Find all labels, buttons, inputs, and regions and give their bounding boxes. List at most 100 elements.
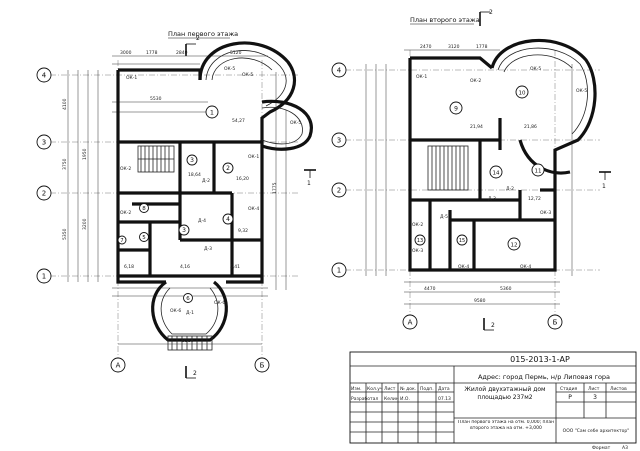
room-number-6: 6 [183, 293, 193, 303]
axis-marker-a-left: А [110, 357, 126, 373]
address: Адрес: город Пермь, н/р Липовая гора [478, 373, 610, 381]
room-area: 9,32 [238, 228, 248, 234]
opening-label: ОК-6 [170, 308, 181, 314]
svg-text:Б: Б [260, 362, 265, 370]
dim-bottom: 4470 [424, 286, 436, 292]
dim-top: 3000 [120, 50, 132, 56]
stage-value: Р [568, 394, 572, 401]
stamp-col-header: Лист [384, 386, 396, 392]
dim-bottom: 5360 [500, 286, 512, 292]
svg-text:1: 1 [602, 183, 606, 190]
sheet-value: 3 [593, 394, 597, 401]
dim-left: 1950 [82, 148, 88, 160]
room-number-10: 10 [515, 85, 529, 99]
opening-label: Д-3 [488, 196, 496, 202]
dim-right: 1775 [272, 182, 278, 194]
opening-label: ОК-1 [416, 74, 427, 80]
opening-label: ОК-4 [458, 264, 469, 270]
dim-overall: 9580 [182, 338, 194, 344]
firm-name: ООО "Сам себе архитектор" [563, 428, 630, 434]
room-area: 16,20 [236, 176, 249, 182]
section-mark-right-2: 1 [599, 171, 611, 190]
svg-text:8: 8 [142, 206, 146, 212]
dim-left: 4100 [62, 98, 68, 110]
first-floor-plan: 1 2 3 4 5 6 7 8 3 ОК-1 ОК-5 ОК-5 ОК-5 ОК… [50, 41, 313, 358]
room-number-12: 12 [507, 237, 521, 251]
second-floor-plan-title: План второго этажа [410, 16, 480, 24]
svg-text:6: 6 [186, 296, 190, 302]
svg-text:3: 3 [42, 139, 46, 147]
svg-text:9: 9 [454, 106, 458, 113]
developer-name: Келин И.О. [384, 396, 410, 402]
svg-text:11: 11 [535, 169, 542, 175]
room-area: 21,94 [470, 124, 483, 130]
developer-label: Разработал [351, 396, 378, 402]
stamp-col-header: № док. [400, 386, 416, 392]
section-mark-bottom-left: 2 [185, 366, 197, 379]
room-number-11: 11 [531, 163, 545, 177]
opening-label: ОК-4 [248, 206, 259, 212]
stairs-first-floor [137, 145, 175, 173]
svg-text:1: 1 [337, 267, 341, 275]
dim-left: 3750 [62, 158, 68, 170]
svg-text:Б: Б [553, 319, 558, 327]
opening-label: ОК-2 [470, 78, 481, 84]
stairs-second-floor [427, 145, 469, 191]
opening-label: ОК-5 [576, 88, 587, 94]
axis-marker-1-left: 1 [36, 268, 52, 284]
svg-text:4: 4 [337, 67, 342, 75]
svg-text:3: 3 [337, 137, 341, 145]
dim-top: 2840 [176, 50, 188, 56]
svg-text:2: 2 [491, 322, 495, 329]
room-area: 18,64 [188, 172, 201, 178]
room-number-5: 5 [139, 232, 149, 242]
svg-text:7: 7 [120, 238, 123, 244]
room-number-2: 2 [222, 162, 234, 174]
opening-label: ОК-2 [120, 210, 131, 216]
svg-text:15: 15 [459, 238, 465, 244]
opening-label: Д-3 [204, 246, 212, 252]
svg-text:2: 2 [196, 35, 200, 42]
room-number-4: 4 [222, 213, 234, 225]
entrance-porch [151, 280, 228, 351]
svg-text:3: 3 [182, 227, 186, 234]
dim-left: 3200 [82, 218, 88, 230]
opening-label: Д-2 [202, 178, 210, 184]
section-mark-right-1: 1 [304, 169, 316, 187]
svg-text:14: 14 [493, 171, 500, 177]
svg-text:А: А [408, 319, 413, 327]
axis-marker-4-left: 4 [36, 67, 52, 83]
opening-label: ОК-5 [242, 72, 253, 78]
dim-top: 3120 [448, 44, 460, 50]
svg-text:1: 1 [210, 109, 214, 117]
dim-inner-width: 5530 [150, 96, 162, 102]
svg-text:4: 4 [42, 72, 47, 80]
svg-text:3: 3 [190, 157, 194, 164]
opening-label: ОК-3 [412, 248, 423, 254]
opening-label: ОК-2 [412, 222, 423, 228]
svg-text:А: А [116, 362, 121, 370]
document-code: 015-2013-1-АР [510, 355, 570, 364]
svg-text:10: 10 [519, 91, 526, 97]
axis-marker-3-right: 3 [331, 132, 347, 148]
section-mark-top-left: 2 [185, 35, 200, 56]
room-area: 21,86 [524, 124, 537, 130]
room-area: 4,16 [180, 264, 190, 270]
sheet-header: Лист [588, 386, 600, 392]
axis-marker-2-right: 2 [331, 182, 347, 198]
svg-text:2: 2 [337, 187, 341, 195]
room-area: 12,72 [528, 196, 541, 202]
dim-top: 1778 [146, 50, 158, 56]
room-number-1: 1 [205, 105, 219, 119]
svg-text:1: 1 [42, 273, 46, 281]
opening-label: ОК-2 [120, 166, 131, 172]
sheets-header: Листов [610, 386, 627, 392]
opening-label: ОК-1 [248, 154, 259, 160]
room-area: 6,18 [124, 264, 134, 270]
second-floor-plan: 9 10 11 12 13 14 15 ОК-1 ОК-2 ОК-5 ОК-5 … [345, 38, 600, 318]
dim-top: 5120 [230, 50, 242, 56]
room-number-9: 9 [449, 101, 463, 115]
opening-label: ОК-1 [126, 75, 137, 81]
room-number-8: 8 [139, 203, 149, 213]
stage-header: Стадия [560, 386, 578, 392]
